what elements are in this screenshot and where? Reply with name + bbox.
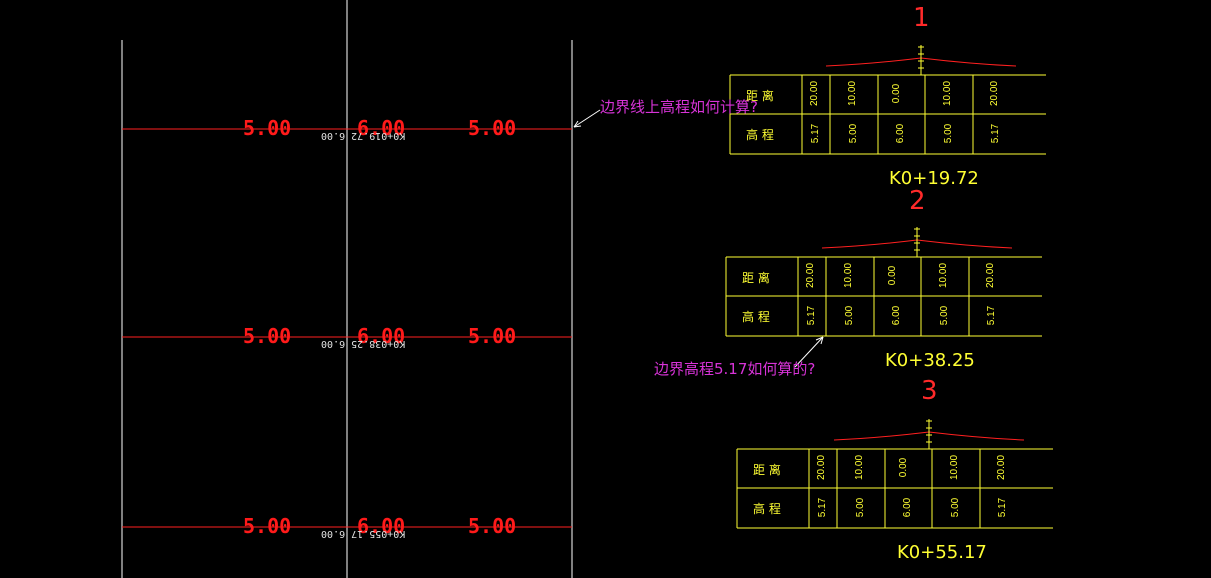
distance-value: 10.00 <box>938 262 950 289</box>
distance-value: 20.00 <box>996 454 1008 481</box>
elevation-value: 5.17 <box>810 123 822 144</box>
plan-center-elevation: 6.00 <box>357 324 406 348</box>
elevation-value: 5.17 <box>997 497 1009 518</box>
distance-value: 20.00 <box>809 80 821 107</box>
distance-value: 10.00 <box>843 262 855 289</box>
elevation-value: 6.00 <box>902 497 914 518</box>
plan-left-elevation: 5.00 <box>243 324 292 348</box>
distance-value: 10.00 <box>942 80 954 107</box>
plan-right-elevation: 5.00 <box>468 514 517 538</box>
section-number: 1 <box>913 3 930 33</box>
elevation-value: 5.17 <box>806 305 818 326</box>
plan-station-label: K0+055.17 6.00 <box>321 528 406 539</box>
edge-elevation-question: 边界高程5.17如何算的? <box>654 360 816 378</box>
boundary-elevation-question: 边界线上高程如何计算? <box>600 98 758 116</box>
plan-right-elevation: 5.00 <box>468 324 517 348</box>
elevation-value: 5.00 <box>939 305 951 326</box>
elevation-value: 5.17 <box>986 305 998 326</box>
distance-row-label: 距 离 <box>753 463 781 477</box>
distance-value: 10.00 <box>949 454 961 481</box>
plan-left-elevation: 5.00 <box>243 514 292 538</box>
elevation-value: 5.00 <box>844 305 856 326</box>
section-number: 3 <box>921 376 938 406</box>
elevation-leader-arrow <box>794 336 824 368</box>
distance-value: 0.00 <box>898 457 910 478</box>
plan-station-label: K0+038.25 6.00 <box>321 338 406 349</box>
plan-center-elevation: 6.00 <box>357 116 406 140</box>
section-station-label: K0+55.17 <box>897 542 987 563</box>
elevation-value: 5.17 <box>817 497 829 518</box>
distance-value: 10.00 <box>847 80 859 107</box>
elevation-value: 5.00 <box>943 123 955 144</box>
section-number: 2 <box>909 186 926 216</box>
section-station-label: K0+38.25 <box>885 350 975 371</box>
distance-row-label: 距 离 <box>746 89 774 103</box>
elevation-value: 6.00 <box>895 123 907 144</box>
distance-value: 0.00 <box>891 83 903 104</box>
elevation-value: 5.00 <box>848 123 860 144</box>
distance-value: 10.00 <box>854 454 866 481</box>
plan-center-elevation: 6.00 <box>357 514 406 538</box>
plan-station-label: K0+019.72 6.00 <box>321 130 406 141</box>
distance-row-label: 距 离 <box>742 271 770 285</box>
section-station-label: K0+19.72 <box>889 168 979 189</box>
plan-right-elevation: 5.00 <box>468 116 517 140</box>
distance-value: 20.00 <box>805 262 817 289</box>
boundary-leader-arrow <box>573 109 601 128</box>
elevation-row-label: 高 程 <box>746 128 774 142</box>
elevation-row-label: 高 程 <box>742 310 770 324</box>
distance-value: 20.00 <box>985 262 997 289</box>
elevation-row-label: 高 程 <box>753 502 781 516</box>
plan-left-elevation: 5.00 <box>243 116 292 140</box>
distance-value: 20.00 <box>816 454 828 481</box>
elevation-value: 5.17 <box>990 123 1002 144</box>
elevation-value: 5.00 <box>855 497 867 518</box>
distance-value: 20.00 <box>989 80 1001 107</box>
elevation-value: 5.00 <box>950 497 962 518</box>
elevation-value: 6.00 <box>891 305 903 326</box>
distance-value: 0.00 <box>887 265 899 286</box>
